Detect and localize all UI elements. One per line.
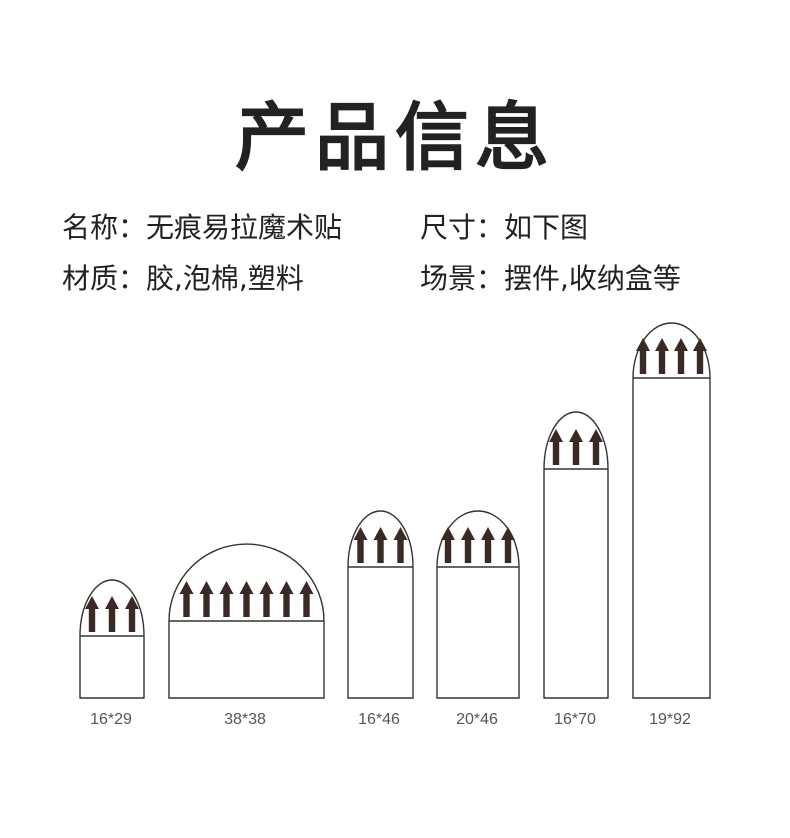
size-label: 16*70 [554,711,596,728]
arrow-up-icon [219,581,234,617]
sticker-19x92: 19*92 [632,322,711,728]
arrow-up-icon [393,527,408,563]
arrow-up-icon [199,581,214,617]
size-label: 20*46 [456,711,498,728]
size-label: 16*46 [358,711,400,728]
arrow-up-icon [179,581,194,617]
sticker-20x46: 20*46 [436,510,520,728]
product-name: 名称：无痕易拉魔术贴 [62,211,343,244]
arrow-up-icon [636,338,650,374]
sticker-16x70: 16*70 [543,411,609,728]
sticker-outline [436,510,520,699]
product-material: 材质：胶,泡棉,塑料 [62,262,304,295]
sticker-outline [543,411,609,699]
arrow-up-icon [441,527,455,563]
sticker-outline [632,322,711,699]
product-size: 尺寸：如下图 [420,211,589,244]
arrow-up-icon [501,527,515,563]
arrow-up-icon [589,429,603,465]
page-title: 产品信息 [235,95,555,181]
arrow-up-icon [125,596,139,632]
arrow-up-icon [85,596,99,632]
arrow-up-icon [481,527,495,563]
sticker-outline [79,579,145,699]
arrow-up-icon [655,338,669,374]
arrow-up-icon [693,338,707,374]
arrow-up-icon [239,581,254,617]
sticker-outline [347,510,414,699]
arrow-up-icon [373,527,388,563]
product-scene: 场景：摆件,收纳盒等 [420,262,681,295]
arrow-up-icon [353,527,368,563]
arrow-up-icon [549,429,563,465]
size-label: 16*29 [90,711,132,728]
arrow-up-icon [461,527,475,563]
arrow-up-icon [259,581,274,617]
arrow-up-icon [674,338,688,374]
arrow-up-icon [279,581,294,617]
arrow-up-icon [299,581,314,617]
sticker-16x46: 16*46 [347,510,414,728]
sticker-16x29: 16*29 [79,579,145,728]
arrow-up-icon [569,429,583,465]
sticker-38x38: 38*38 [168,543,325,728]
size-label: 19*92 [649,711,691,728]
size-label: 38*38 [224,711,266,728]
arrow-up-icon [105,596,119,632]
